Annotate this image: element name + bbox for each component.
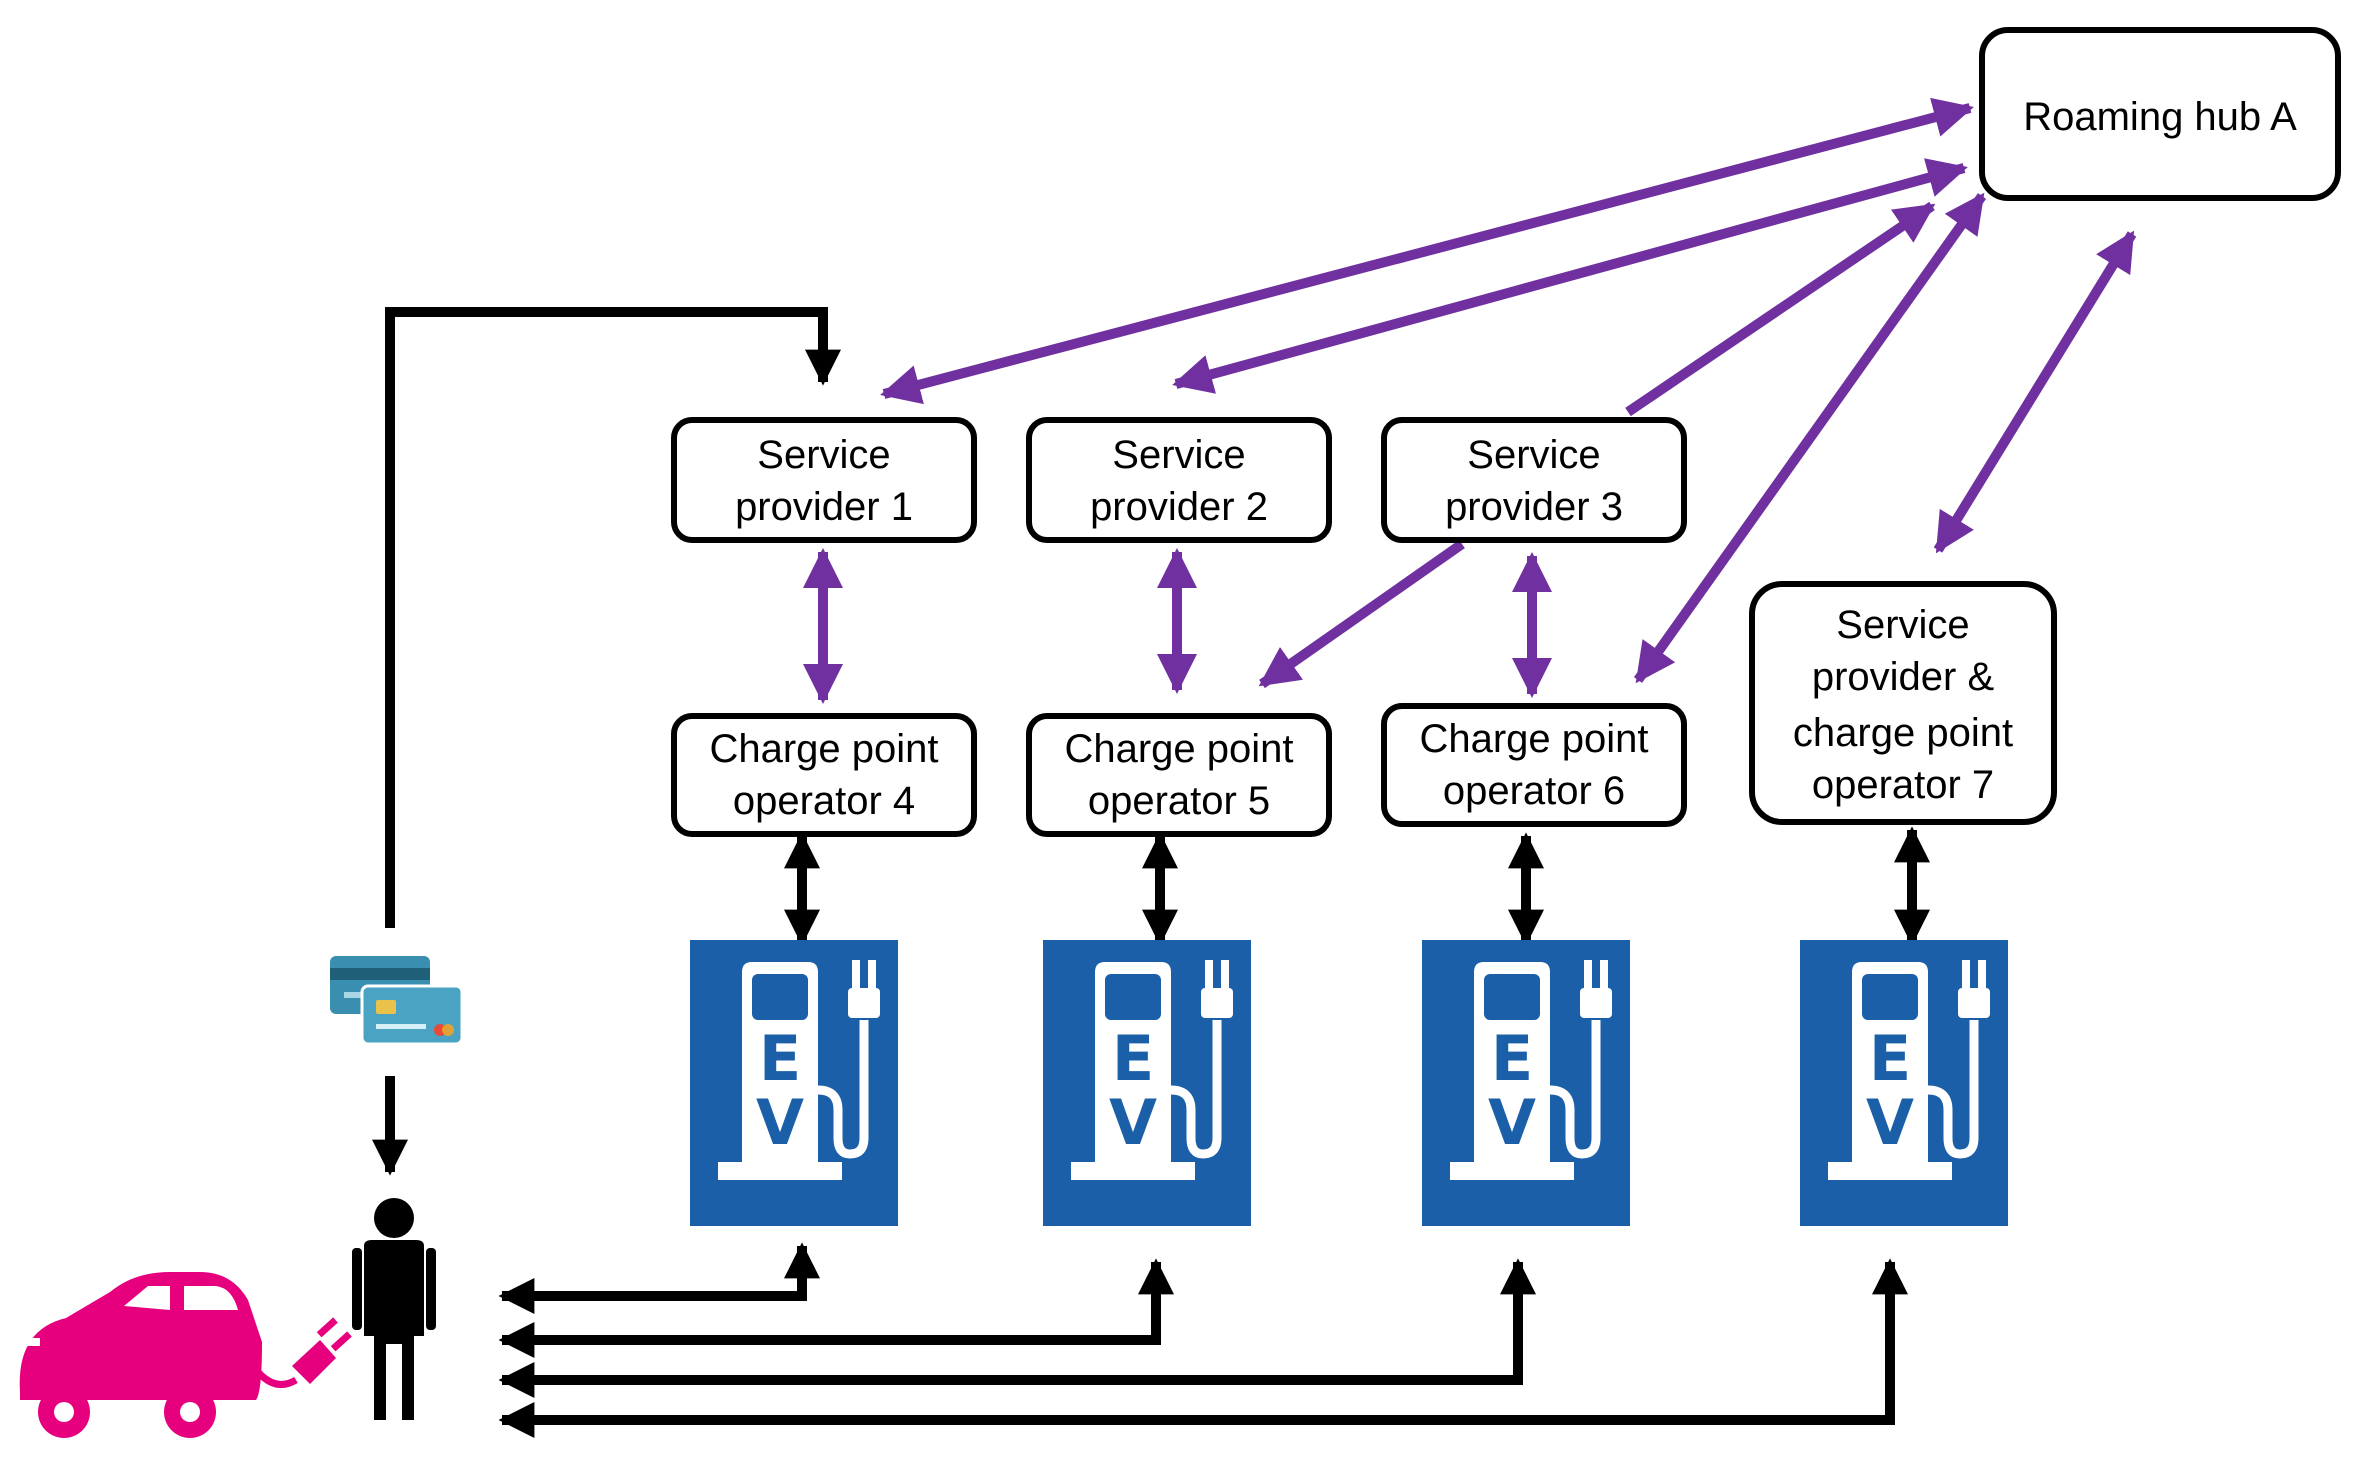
arrow-person-charger4 bbox=[498, 1242, 820, 1314]
arrow-hub-sp3 bbox=[1625, 201, 1936, 417]
cpo6-line1: Charge point bbox=[1419, 717, 1648, 761]
sp3-line2: provider 3 bbox=[1445, 485, 1623, 529]
cpo7-line4: operator 7 bbox=[1812, 763, 1994, 807]
arrow-hub-combined7 bbox=[1933, 230, 2137, 554]
cpo7-line2: provider & bbox=[1812, 655, 1995, 699]
credit-card-icon bbox=[330, 956, 464, 1046]
sp1-line1: Service bbox=[757, 433, 890, 477]
ev-charger-icon: E V bbox=[1800, 940, 2008, 1226]
service-provider-2-box: Service provider 2 bbox=[1026, 417, 1332, 543]
ev-charger-icon: E V bbox=[1043, 940, 1251, 1226]
arrow-hub-cpo6 bbox=[1633, 192, 1987, 684]
charge-point-operator-5-box: Charge point operator 5 bbox=[1026, 713, 1332, 837]
service-provider-1-box: Service provider 1 bbox=[671, 417, 977, 543]
svg-text:E: E bbox=[1869, 1022, 1911, 1095]
svg-text:E: E bbox=[1491, 1022, 1533, 1095]
ev-charger-icon: E V bbox=[690, 940, 898, 1226]
svg-text:E: E bbox=[1112, 1022, 1154, 1095]
sp1-line2: provider 1 bbox=[735, 485, 913, 529]
cpo6-line2: operator 6 bbox=[1443, 769, 1625, 813]
hub-box: Roaming hub A bbox=[1979, 27, 2341, 201]
sp2-line1: Service bbox=[1112, 433, 1245, 477]
ev-charger-icon: E V bbox=[1422, 940, 1630, 1226]
svg-text:V: V bbox=[756, 1086, 804, 1159]
svg-text:V: V bbox=[1866, 1086, 1914, 1159]
cpo5-line2: operator 5 bbox=[1088, 779, 1270, 823]
service-provider-3-box: Service provider 3 bbox=[1381, 417, 1687, 543]
arrow-person-charger7 bbox=[498, 1258, 1908, 1438]
cpo5-line1: Charge point bbox=[1064, 727, 1293, 771]
sp2-line2: provider 2 bbox=[1090, 485, 1268, 529]
arrow-hub-sp1 bbox=[880, 97, 1974, 405]
combined-provider-operator-7-box: Service provider & charge point operator… bbox=[1749, 581, 2057, 825]
cpo7-line1: Service bbox=[1836, 603, 1969, 647]
charge-point-operator-4-box: Charge point operator 4 bbox=[671, 713, 977, 837]
charge-point-operator-6-box: Charge point operator 6 bbox=[1381, 703, 1687, 827]
sp3-line1: Service bbox=[1467, 433, 1600, 477]
svg-text:E: E bbox=[759, 1022, 801, 1095]
person-icon bbox=[352, 1198, 436, 1420]
black-arrows bbox=[372, 307, 1930, 1438]
arrow-sp3-cpo5 bbox=[1258, 539, 1465, 689]
cpo4-line1: Charge point bbox=[709, 727, 938, 771]
arrow-person-charger6 bbox=[498, 1258, 1536, 1398]
svg-text:V: V bbox=[1109, 1086, 1157, 1159]
plug-icon bbox=[255, 1317, 352, 1388]
cpo7-line3: charge point bbox=[1793, 711, 2013, 755]
arrow-card-to-sp1 bbox=[385, 307, 841, 928]
cpo4-line2: operator 4 bbox=[733, 779, 915, 823]
roaming-arrows bbox=[803, 97, 2137, 704]
arrow-hub-sp2 bbox=[1172, 158, 1968, 394]
svg-text:V: V bbox=[1488, 1086, 1536, 1159]
hub-label: Roaming hub A bbox=[2023, 95, 2297, 139]
car-icon bbox=[19, 1272, 262, 1438]
